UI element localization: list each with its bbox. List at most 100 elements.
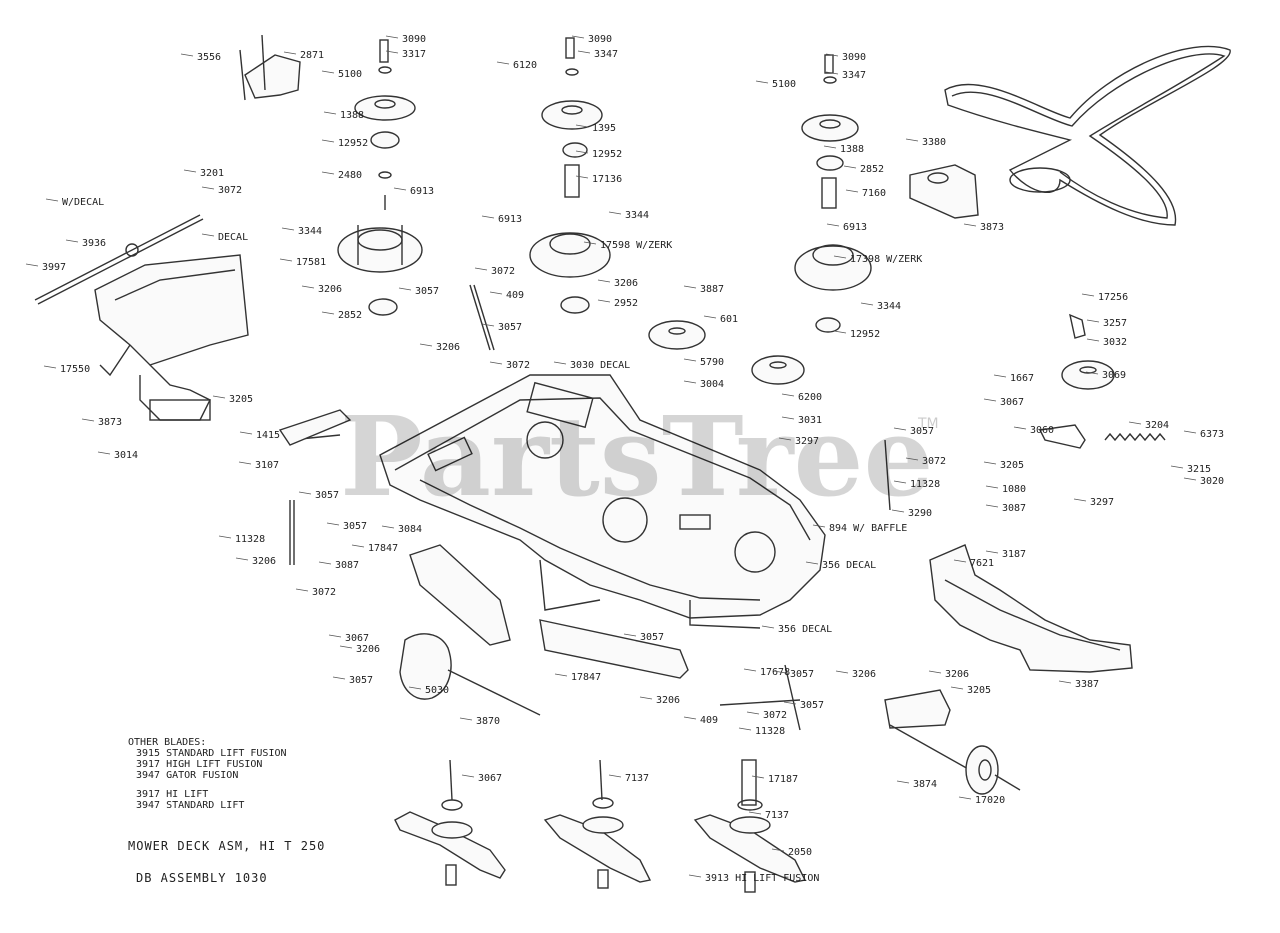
part-callout: 17847 bbox=[571, 672, 601, 683]
part-callout: 3204 bbox=[1145, 420, 1169, 431]
tension-spring bbox=[1104, 432, 1166, 442]
part-callout: 3057 bbox=[343, 521, 367, 532]
part-callout: 7137 bbox=[765, 810, 789, 821]
part-callout: 3997 bbox=[42, 262, 66, 273]
part-callout: 17598 W/ZERK bbox=[600, 240, 672, 251]
leader-lines bbox=[25, 35, 1197, 878]
callout-leader-line bbox=[218, 535, 232, 539]
part-callout: 3344 bbox=[625, 210, 649, 221]
callout-leader-line bbox=[489, 361, 503, 365]
part-callout: 5100 bbox=[772, 79, 796, 90]
part-callout: 3060 bbox=[1030, 425, 1054, 436]
callout-leader-line bbox=[748, 811, 762, 815]
part-callout: 3913 HI LIFT FUSION bbox=[705, 873, 819, 884]
part-callout: 12952 bbox=[850, 329, 880, 340]
callout-leader-line bbox=[321, 139, 335, 143]
callout-leader-line bbox=[983, 398, 997, 402]
anti-scalp-wheel bbox=[965, 745, 999, 795]
note-line: 3917 HI LIFT bbox=[136, 789, 208, 800]
part-callout: 3090 bbox=[842, 52, 866, 63]
part-callout: 1415 bbox=[256, 430, 280, 441]
right-blade bbox=[693, 814, 807, 883]
part-callout: 3297 bbox=[795, 436, 819, 447]
part-callout: 3206 bbox=[318, 284, 342, 295]
part-callout: 6200 bbox=[798, 392, 822, 403]
callout-leader-line bbox=[985, 504, 999, 508]
callout-leader-line bbox=[751, 775, 765, 779]
callout-leader-line bbox=[419, 343, 433, 347]
callout-leader-line bbox=[843, 165, 857, 169]
callout-leader-line bbox=[1086, 319, 1100, 323]
callout-leader-line bbox=[481, 323, 495, 327]
part-callout: 3205 bbox=[967, 685, 991, 696]
parts-drawing bbox=[34, 34, 1231, 893]
part-callout: 3107 bbox=[255, 460, 279, 471]
part-callout: 3087 bbox=[335, 560, 359, 571]
callout-leader-line bbox=[398, 287, 412, 291]
part-callout: 3072 bbox=[763, 710, 787, 721]
callout-leader-line bbox=[328, 634, 342, 638]
discharge-chute bbox=[94, 254, 249, 366]
left-blade bbox=[394, 811, 506, 879]
callout-leader-line bbox=[893, 427, 907, 431]
callout-leader-line bbox=[1073, 498, 1087, 502]
callout-leader-line bbox=[183, 169, 197, 173]
callout-leader-line bbox=[575, 124, 589, 128]
part-callout: 3870 bbox=[476, 716, 500, 727]
callout-leader-line bbox=[180, 53, 194, 57]
note-line: OTHER BLADES: bbox=[128, 737, 206, 748]
callout-leader-line bbox=[833, 255, 847, 259]
callout-leader-line bbox=[408, 686, 422, 690]
part-callout: 3215 bbox=[1187, 464, 1211, 475]
callout-leader-line bbox=[238, 461, 252, 465]
callout-leader-line bbox=[554, 673, 568, 677]
part-callout: 6913 bbox=[843, 222, 867, 233]
part-callout: 11328 bbox=[755, 726, 785, 737]
callout-leader-line bbox=[1128, 421, 1142, 425]
callout-leader-line bbox=[279, 258, 293, 262]
part-callout: 3057 bbox=[315, 490, 339, 501]
part-callout: 7160 bbox=[862, 188, 886, 199]
part-callout: 3057 bbox=[640, 632, 664, 643]
callout-leader-line bbox=[474, 267, 488, 271]
part-callout: 3873 bbox=[980, 222, 1004, 233]
callout-leader-line bbox=[481, 215, 495, 219]
callout-leader-line bbox=[1183, 477, 1197, 481]
callout-leader-line bbox=[683, 358, 697, 362]
part-callout: 894 W/ BAFFLE bbox=[829, 523, 907, 534]
part-callout: 7137 bbox=[625, 773, 649, 784]
part-callout: 3297 bbox=[1090, 497, 1114, 508]
callout-leader-line bbox=[321, 171, 335, 175]
part-callout: 3205 bbox=[1000, 460, 1024, 471]
watermark-trademark: TM bbox=[917, 416, 939, 432]
part-callout: 3030 DECAL bbox=[570, 360, 630, 371]
callout-leader-line bbox=[239, 431, 253, 435]
callout-leader-line bbox=[489, 291, 503, 295]
callout-leader-line bbox=[985, 485, 999, 489]
callout-leader-line bbox=[905, 457, 919, 461]
callout-leader-line bbox=[773, 670, 787, 674]
part-callout: 3084 bbox=[398, 524, 422, 535]
part-callout: 2871 bbox=[300, 50, 324, 61]
diagram-title: MOWER DECK ASM, HI T 250 bbox=[128, 839, 325, 853]
watermark-text: PartsTree bbox=[340, 392, 934, 521]
part-callout: 3387 bbox=[1075, 679, 1099, 690]
callout-leader-line bbox=[738, 727, 752, 731]
part-callout: 601 bbox=[720, 314, 738, 325]
part-callout: 1395 bbox=[592, 123, 616, 134]
callout-leader-line bbox=[575, 175, 589, 179]
callout-leader-line bbox=[339, 645, 353, 649]
part-callout: 12952 bbox=[338, 138, 368, 149]
callout-leader-line bbox=[1183, 430, 1197, 434]
part-callout: 3874 bbox=[913, 779, 937, 790]
callout-leader-line bbox=[283, 51, 297, 55]
callout-leader-line bbox=[683, 716, 697, 720]
part-callout: 17550 bbox=[60, 364, 90, 375]
callout-leader-line bbox=[825, 53, 839, 57]
part-callout: 3290 bbox=[908, 508, 932, 519]
part-callout: 3014 bbox=[114, 450, 138, 461]
callout-leader-line bbox=[201, 186, 215, 190]
callout-leader-line bbox=[781, 416, 795, 420]
part-callout: 3873 bbox=[98, 417, 122, 428]
part-callout: 3057 bbox=[498, 322, 522, 333]
